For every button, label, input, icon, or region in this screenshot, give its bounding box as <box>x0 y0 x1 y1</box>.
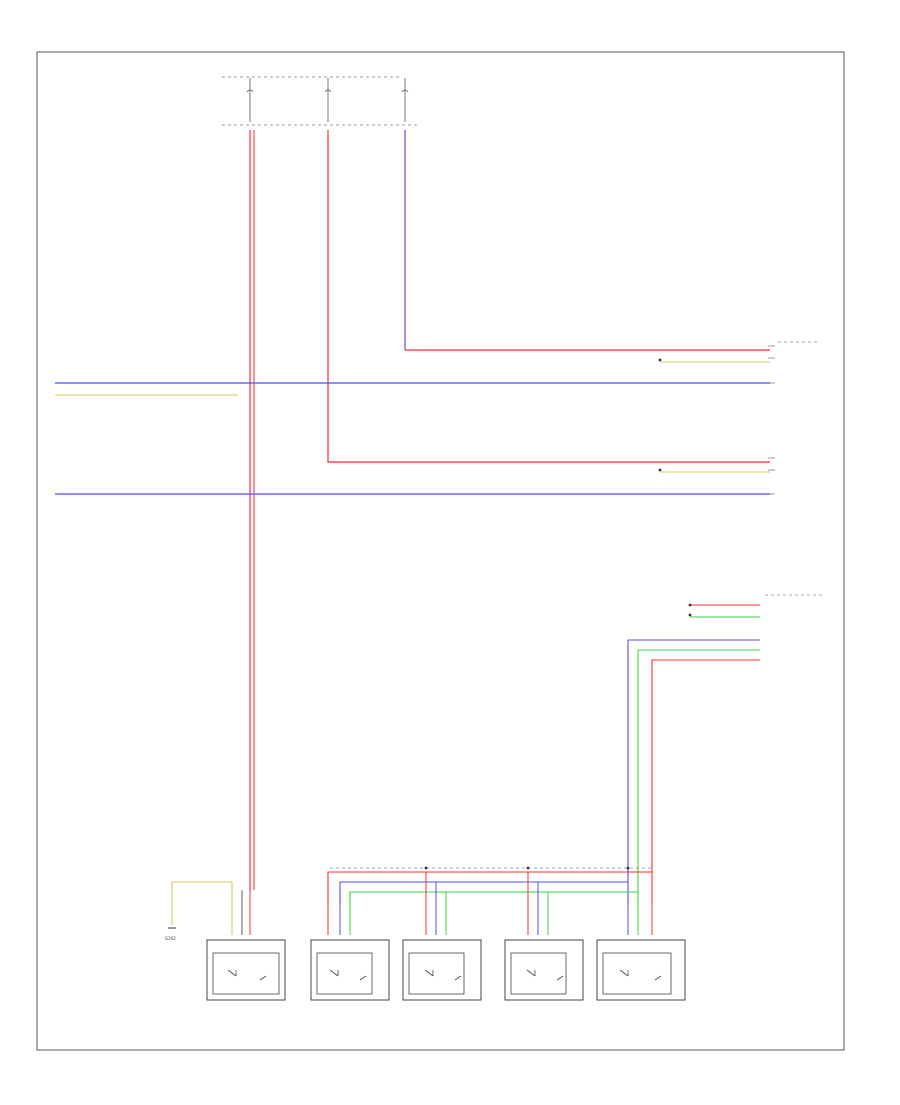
fuse-3-symbol <box>401 89 409 93</box>
module-1-switch-icon <box>227 969 267 981</box>
module-4 <box>504 939 584 1001</box>
splice-dot <box>658 358 662 362</box>
module-5-outer <box>596 939 686 1001</box>
fuse-1-symbol <box>246 89 254 93</box>
wire-yellow-ground <box>171 881 233 935</box>
fuse-2-symbol <box>324 89 332 93</box>
module-3-outer <box>402 939 482 1001</box>
ground-symbol: G202 <box>165 927 176 941</box>
module-4-outer <box>504 939 584 1001</box>
wire-blue-bus <box>339 881 628 905</box>
splice-dot <box>526 866 530 870</box>
fuse-2 <box>324 78 332 122</box>
module-3 <box>402 939 482 1001</box>
splice-dot <box>688 603 692 607</box>
module-1-outer <box>206 939 286 1001</box>
splice-dot <box>424 866 428 870</box>
module-4-inner <box>510 952 567 995</box>
wire-red-gateway <box>651 659 760 905</box>
fuse-box <box>222 76 420 126</box>
module-1 <box>206 939 286 1001</box>
module-5-switch-icon <box>619 969 662 981</box>
connector-stubs <box>765 341 822 596</box>
module-5-inner <box>602 952 672 995</box>
wires <box>55 130 770 935</box>
module-3-inner <box>408 952 465 995</box>
module-2-inner <box>316 952 373 995</box>
ground-label: G202 <box>165 936 176 941</box>
wire-red-bus <box>327 871 652 905</box>
module-1-inner <box>212 952 280 995</box>
module-4-switch-icon <box>526 969 564 981</box>
module-5 <box>596 939 686 1001</box>
wire-red-fuse2 <box>327 130 770 463</box>
splice-dot <box>688 613 692 617</box>
splice-points <box>424 358 692 870</box>
splice-dot <box>626 866 630 870</box>
module-2 <box>310 939 390 1001</box>
wire-green-bus <box>349 891 638 905</box>
splice-dot <box>658 468 662 472</box>
page-frame <box>36 51 845 1051</box>
fuse-1 <box>246 78 254 122</box>
wire-green-gateway <box>637 649 760 905</box>
fuse-3 <box>401 78 409 122</box>
wire-blue-gateway <box>627 639 760 905</box>
module-2-outer <box>310 939 390 1001</box>
module-2-switch-icon <box>329 969 367 981</box>
module-3-switch-icon <box>424 969 462 981</box>
